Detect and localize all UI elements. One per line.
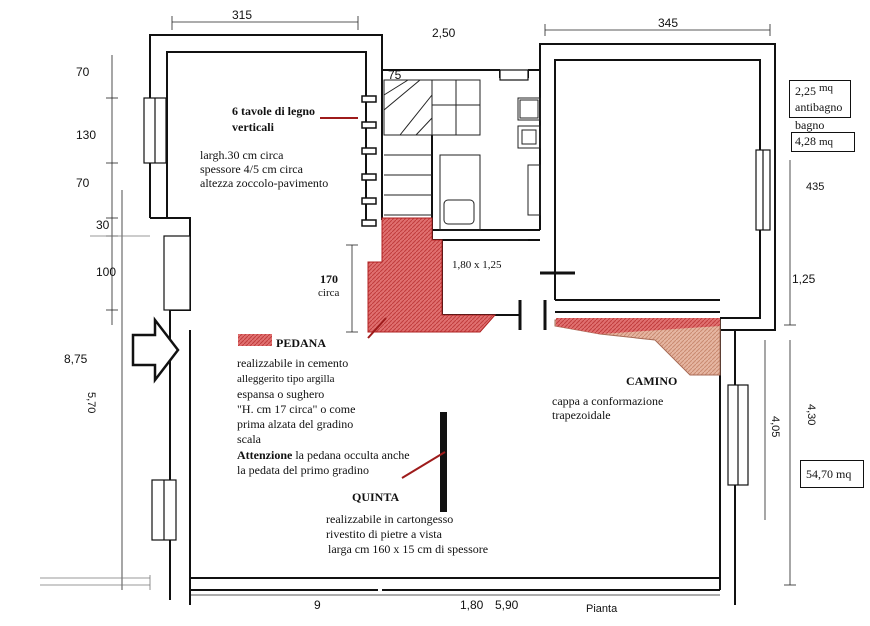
dim-left-70a: 70	[76, 65, 90, 79]
attenzione-rest: la pedana occulta anche	[292, 448, 410, 462]
pedana-platform	[367, 217, 497, 333]
camino-title: CAMINO	[626, 374, 678, 388]
dim-right-430: 4,30	[805, 404, 817, 426]
dim-left-70b: 70	[76, 176, 90, 190]
antibagno-area: 2,25 mq	[795, 82, 834, 99]
attenzione-line-1: Attenzione la pedana occulta anche	[237, 448, 410, 462]
pedana-line-2: alleggerito tipo argilla	[237, 373, 335, 385]
height-170: 170	[320, 272, 338, 286]
bathroom-fixtures	[439, 71, 541, 241]
attenzione-word: Attenzione	[237, 448, 293, 462]
camino-line-2: trapezoidale	[552, 408, 611, 422]
pedana-line-4: "H. cm 17 circa" o come	[237, 402, 356, 416]
bagno-label: bagno	[795, 118, 825, 132]
height-circa: circa	[318, 287, 340, 299]
dim-right-435: 435	[806, 181, 825, 193]
camino-line-1: cappa a conformazione	[552, 394, 664, 408]
tavole-line-1: largh.30 cm circa	[200, 148, 284, 162]
wood-boards	[361, 95, 377, 227]
quinta-line-3: larga cm 160 x 15 cm di spessore	[328, 542, 489, 556]
total-area-box	[800, 460, 864, 488]
dim-left-100: 100	[96, 265, 117, 279]
dim-left-30: 30	[96, 218, 110, 232]
dim-right-405: 4,05	[769, 416, 781, 438]
tavole-title-1: 6 tavole di legno	[232, 104, 315, 118]
antibagno-area-value: 2,25	[795, 84, 816, 98]
antibagno-area-unit: mq	[819, 82, 834, 94]
staircase	[383, 79, 481, 216]
pedana-line-1: realizzabile in cemento	[237, 356, 349, 370]
tavole-title-2: verticali	[232, 120, 274, 134]
quinta-line-1: realizzabile in cartongesso	[326, 512, 454, 526]
windows	[143, 69, 771, 541]
dim-left-570: 5,70	[85, 392, 97, 414]
plan-label: Pianta	[586, 603, 618, 615]
pedana-line-5: prima alzata del gradino	[237, 417, 354, 431]
bagno-area-value: 4,28	[795, 134, 816, 148]
dim-top-right: 345	[658, 16, 679, 30]
opening-size: 1,80 x 1,25	[452, 259, 502, 271]
attenzione-line-2: la pedata del primo gradino	[237, 463, 369, 477]
bagno-area-unit: mq	[819, 136, 834, 148]
dim-bottom-590: 5,90	[495, 598, 519, 612]
left-pencil-marks	[40, 235, 151, 590]
camino-red-strip	[556, 318, 720, 334]
bagno-area: 4,28 mq	[795, 134, 833, 149]
dim-bottom-9: 9	[314, 598, 321, 612]
dim-left-875: 8,75	[64, 352, 88, 366]
pedana-title: PEDANA	[276, 336, 326, 350]
pedana-line-3: espansa o sughero	[237, 387, 325, 401]
camino-hood	[554, 319, 721, 376]
tavole-line-3: altezza zoccolo-pavimento	[200, 176, 329, 190]
dim-stair-75: 75	[388, 68, 402, 82]
entrance-arrow-icon	[131, 316, 180, 384]
tavole-line-2: spessore 4/5 cm circa	[200, 162, 303, 176]
dim-right-125: 1,25	[792, 272, 816, 286]
antibagno-label: antibagno	[795, 100, 843, 114]
dim-bottom-180: 1,80	[460, 598, 484, 612]
dim-left-130: 130	[76, 128, 97, 142]
quinta-line-2: rivestito di pietre a vista	[326, 527, 442, 541]
quinta-partition	[440, 412, 447, 512]
dim-top-mid: 2,50	[432, 26, 456, 40]
total-area: 54,70 mq	[806, 467, 852, 481]
pedana-swatch	[238, 334, 272, 346]
pedana-line-6: scala	[237, 432, 261, 446]
antibagno-box	[789, 80, 851, 118]
bagno-box	[791, 132, 855, 152]
dim-top-left: 315	[232, 8, 253, 22]
leader-lines	[320, 117, 446, 479]
dimension-lines	[106, 16, 796, 596]
quinta-title: QUINTA	[352, 490, 400, 504]
